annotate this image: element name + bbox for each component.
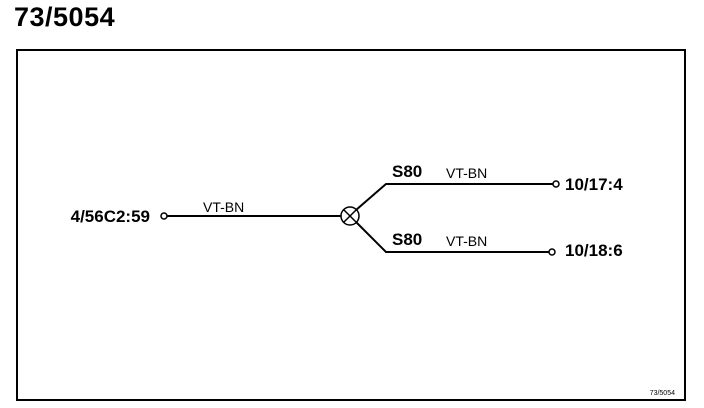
footer-reference: 73/5054 bbox=[650, 390, 675, 397]
source-connector-label: 4/56C2:59 bbox=[71, 207, 150, 226]
target-connector-label-lower: 10/18:6 bbox=[565, 241, 623, 260]
page-title: 73/5054 bbox=[14, 2, 116, 32]
splice-symbol[interactable] bbox=[340, 206, 360, 226]
splice-label-lower: S80 bbox=[392, 230, 422, 249]
branch-wire-upper bbox=[355, 183, 553, 211]
source-terminal[interactable] bbox=[160, 212, 168, 220]
diagram-frame bbox=[16, 49, 686, 401]
splice-label-upper: S80 bbox=[392, 162, 422, 181]
wire-color-label-lower: VT-BN bbox=[446, 233, 487, 249]
target-terminal-upper[interactable] bbox=[552, 180, 560, 188]
target-connector-label-upper: 10/17:4 bbox=[565, 175, 623, 194]
branch-wire-lower bbox=[355, 221, 549, 253]
wire-color-label-upper: VT-BN bbox=[446, 165, 487, 181]
source-wire-color-label: VT-BN bbox=[203, 199, 244, 215]
target-terminal-lower[interactable] bbox=[548, 248, 556, 256]
